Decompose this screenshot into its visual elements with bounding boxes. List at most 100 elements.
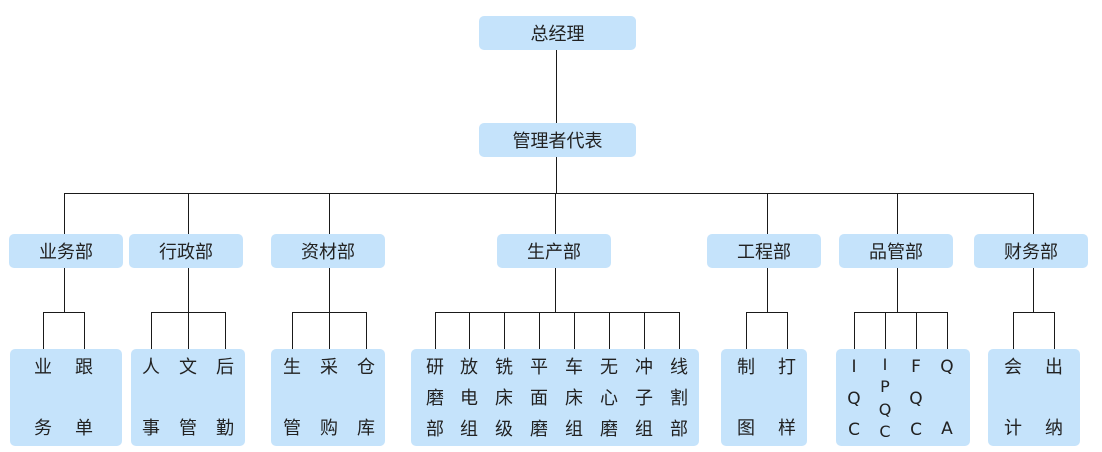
sub-unit: 车床组 xyxy=(560,349,588,446)
sub-unit-char: Q xyxy=(940,357,954,377)
sub-unit-char: 面 xyxy=(530,388,548,409)
sub-unit-char: Q xyxy=(878,399,892,419)
sub-unit: 采购 xyxy=(315,349,343,446)
node-dept-2: 资材部 xyxy=(271,234,385,268)
node-dept-1: 行政部 xyxy=(129,234,243,268)
sub-group-3: 研磨部放电组铣床级平面磨车床组无心磨冲子组线割部 xyxy=(411,349,699,446)
sub-unit-char: 磨 xyxy=(426,388,444,409)
sub-unit-char: Q xyxy=(847,388,861,409)
sub-unit: 制图 xyxy=(732,349,760,446)
sub-unit-char: 生 xyxy=(283,357,301,378)
sub-unit-char: 纳 xyxy=(1045,418,1063,439)
sub-unit-char: 样 xyxy=(778,418,796,439)
node-dept-6: 财务部 xyxy=(974,234,1088,268)
sub-unit-char: 级 xyxy=(495,419,513,440)
sub-unit-char: 部 xyxy=(426,419,444,440)
sub-unit-char: C xyxy=(910,420,922,440)
sub-unit: 线割部 xyxy=(665,349,693,446)
sub-unit-char: 铣 xyxy=(495,357,513,378)
sub-unit-char: 心 xyxy=(600,388,618,409)
sub-group-6: 会计出纳 xyxy=(988,349,1080,446)
sub-group-2: 生管采购仓库 xyxy=(271,349,385,446)
sub-unit-char: 无 xyxy=(600,357,618,378)
sub-unit-char: 线 xyxy=(670,357,688,378)
sub-unit: 人事 xyxy=(137,349,165,446)
sub-unit: 冲子组 xyxy=(630,349,658,446)
sub-unit-char: F xyxy=(911,357,921,377)
sub-unit-char: I xyxy=(882,355,888,374)
sub-unit-char: 管 xyxy=(179,418,197,439)
sub-unit-char: 事 xyxy=(142,418,160,439)
sub-unit: 文管 xyxy=(174,349,202,446)
sub-unit-char: 计 xyxy=(1004,418,1022,439)
sub-unit-char: 磨 xyxy=(530,419,548,440)
sub-unit-char: 会 xyxy=(1004,357,1022,378)
sub-unit-char: 子 xyxy=(635,388,653,409)
node-dept-4: 工程部 xyxy=(707,234,821,268)
sub-unit-char: 打 xyxy=(778,357,796,378)
sub-unit-char: 割 xyxy=(670,388,688,409)
sub-unit-char: 研 xyxy=(426,357,444,378)
sub-unit-char: 床 xyxy=(565,388,583,409)
sub-unit: 后勤 xyxy=(211,349,239,446)
sub-unit-char: 采 xyxy=(320,357,338,378)
sub-unit-char: 仓 xyxy=(357,357,375,378)
sub-unit-char: 组 xyxy=(565,419,583,440)
sub-unit-char: 单 xyxy=(75,418,93,439)
sub-unit-char: 磨 xyxy=(600,419,618,440)
sub-unit: 打样 xyxy=(773,349,801,446)
sub-unit: 业务 xyxy=(29,349,57,446)
sub-unit-char: C xyxy=(879,421,891,441)
sub-unit-char: 组 xyxy=(635,419,653,440)
sub-group-4: 制图打样 xyxy=(721,349,807,446)
node-ceo: 总经理 xyxy=(479,16,636,50)
sub-unit-char: C xyxy=(848,420,860,440)
sub-unit: 无心磨 xyxy=(595,349,623,446)
sub-unit-char: A xyxy=(941,419,953,439)
sub-unit-char: 文 xyxy=(179,357,197,378)
sub-unit-char: 电 xyxy=(460,388,478,409)
sub-group-0: 业务跟单 xyxy=(10,349,122,446)
sub-unit-char: 人 xyxy=(142,357,160,378)
sub-unit-char: 库 xyxy=(357,418,375,439)
sub-unit-char: 部 xyxy=(670,419,688,440)
sub-unit-char: 放 xyxy=(460,357,478,378)
sub-unit-char: Q xyxy=(909,388,923,409)
sub-unit-char: 后 xyxy=(216,357,234,378)
sub-unit-char: 勤 xyxy=(216,418,234,439)
sub-unit-char: 跟 xyxy=(75,357,93,378)
sub-unit-char: 冲 xyxy=(635,357,653,378)
sub-unit-char: 制 xyxy=(737,357,755,378)
sub-unit-char: 车 xyxy=(565,357,583,378)
sub-unit: 研磨部 xyxy=(421,349,449,446)
sub-unit-char: 业 xyxy=(34,357,52,378)
sub-unit: 放电组 xyxy=(455,349,483,446)
node-dept-0: 业务部 xyxy=(9,234,123,268)
sub-unit-char: 管 xyxy=(283,418,301,439)
sub-unit: 平面磨 xyxy=(525,349,553,446)
sub-unit-char: 平 xyxy=(530,357,548,378)
sub-unit: 仓库 xyxy=(352,349,380,446)
sub-unit-char: 购 xyxy=(320,418,338,439)
sub-unit-char: 出 xyxy=(1045,357,1063,378)
node-dept-3: 生产部 xyxy=(497,234,611,268)
sub-unit: 出纳 xyxy=(1040,349,1068,446)
sub-unit-char: I xyxy=(851,357,857,377)
sub-unit: 跟单 xyxy=(70,349,98,446)
sub-unit-char: 图 xyxy=(737,418,755,439)
node-management-rep: 管理者代表 xyxy=(479,123,636,157)
sub-unit-char: P xyxy=(880,377,890,397)
sub-unit: 铣床级 xyxy=(490,349,518,446)
sub-group-1: 人事文管后勤 xyxy=(131,349,245,446)
sub-unit-char: 床 xyxy=(495,388,513,409)
sub-unit-char: 务 xyxy=(34,418,52,439)
sub-unit-char: 组 xyxy=(460,419,478,440)
node-dept-5: 品管部 xyxy=(839,234,953,268)
